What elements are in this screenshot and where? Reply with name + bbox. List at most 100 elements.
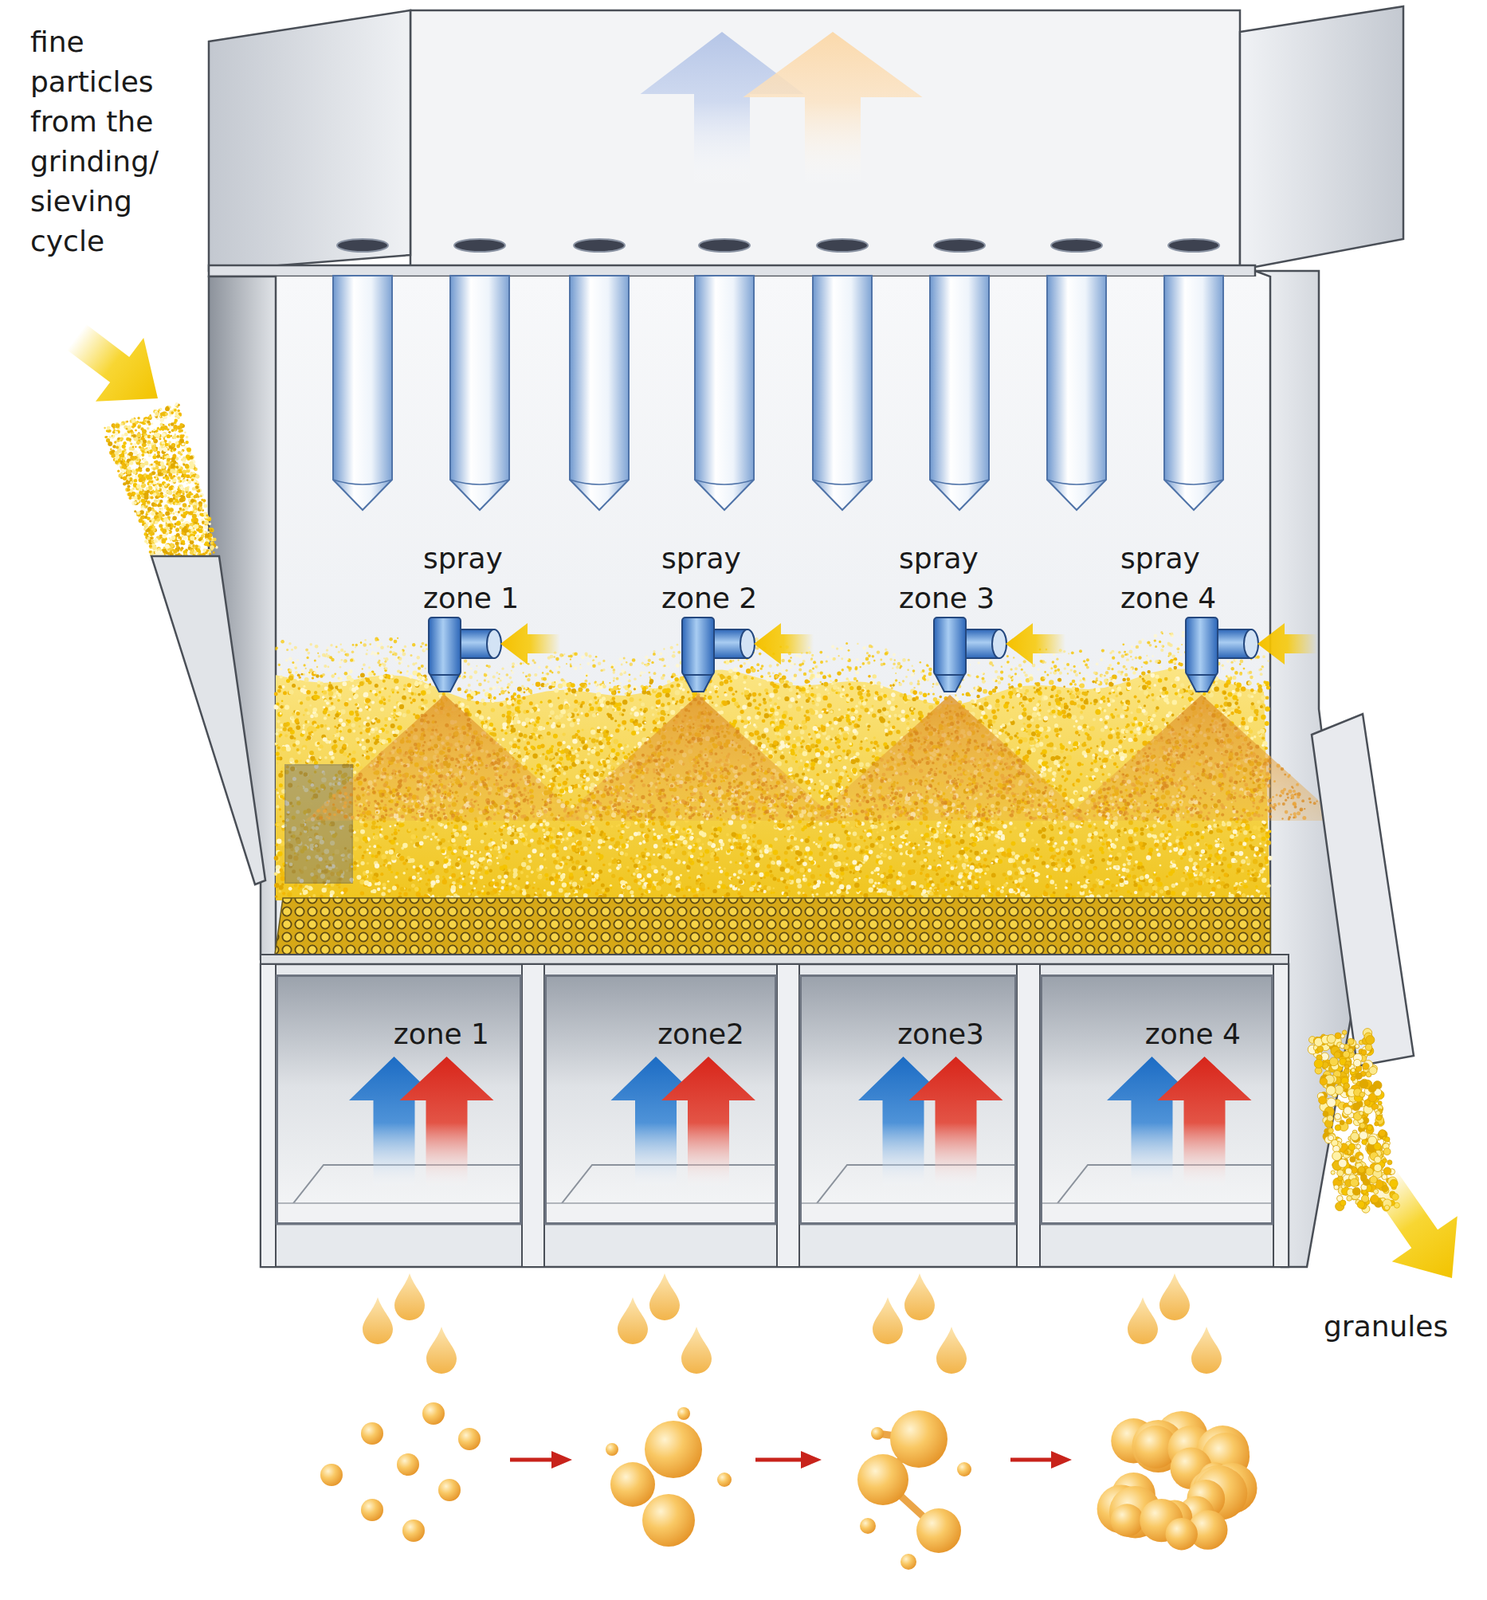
powder-particle [1252,826,1257,831]
powder-particle [366,862,369,865]
powder-particle [1054,728,1060,734]
powder-particle [982,689,988,695]
powder-particle [588,699,593,704]
powder-particle [1152,823,1157,828]
powder-particle [1253,871,1259,877]
powder-particle [660,894,664,898]
powder-particle [382,679,386,683]
powder-particle [369,690,373,693]
powder-particle [1098,846,1104,852]
powder-particle [808,684,812,687]
powder-particle [552,827,556,831]
filter-opening [698,239,750,252]
powder-particle [416,874,420,879]
powder-particle [744,863,750,869]
powder-particle [1180,856,1184,860]
powder-particle [780,754,785,760]
hood-side-panel [208,10,411,271]
powder-particle [865,762,871,768]
powder-particle [867,711,872,715]
powder-particle [279,815,283,818]
powder-particle [1234,825,1239,830]
powder-particle [786,839,791,844]
powder-particle [780,751,784,754]
powder-particle [1148,878,1154,884]
powder-particle [383,702,387,706]
powder-particle [825,873,831,879]
powder-particle [1220,869,1225,873]
powder-particle [763,876,766,879]
powder-particle [975,873,978,876]
powder-particle [360,673,365,679]
powder-particle [299,892,303,895]
powder-particle [528,859,533,864]
powder-particle [744,730,748,734]
powder-particle [1251,835,1256,840]
powder-particle [1074,847,1077,851]
powder-particle [815,702,820,707]
powder-particle [1008,682,1012,687]
powder-particle [934,869,938,872]
powder-particle [561,855,567,861]
powder-particle [924,878,927,881]
powder-particle [745,668,751,674]
powder-particle [374,683,379,688]
powder-particle [807,835,810,839]
powder-particle [1016,732,1019,735]
powder-particle [1031,697,1035,700]
powder-particle [274,882,279,888]
powder-particle [1266,840,1272,846]
powder-particle [513,868,518,874]
powder-particle [411,692,415,696]
powder-particle [561,723,566,729]
powder-particle [741,692,744,695]
powder-particle [847,708,851,712]
powder-particle [1020,703,1025,708]
powder-particle [410,840,413,844]
powder-particle [407,855,411,860]
filter-opening [1168,239,1220,252]
powder-particle [996,708,1001,712]
powder-particle [762,698,766,702]
powder-particle [800,729,805,735]
powder-particle [984,880,990,886]
powder-particle [855,679,859,683]
powder-particle [1019,832,1025,838]
powder-particle [573,708,578,713]
powder-particle [737,888,741,891]
powder-particle [551,764,555,768]
powder-particle [847,721,852,726]
powder-particle [1039,709,1042,712]
powder-particle [396,822,399,825]
powder-particle [408,674,413,679]
powder-particle [874,842,879,846]
powder-particle [515,850,519,854]
powder-particle [688,876,691,879]
powder-particle [575,753,579,758]
filter-cartridge [812,275,872,511]
powder-particle [721,884,726,890]
powder-particle [1078,678,1082,682]
powder-particle [899,693,904,698]
powder-particle [1258,863,1264,868]
powder-particle [795,822,798,825]
powder-particle [819,830,823,834]
powder-particle [1103,709,1107,713]
powder-particle [906,822,911,826]
powder-particle [514,733,518,736]
powder-particle [410,701,413,704]
powder-particle [728,839,732,843]
powder-particle [557,697,560,700]
powder-particle [851,826,854,829]
powder-particle [366,716,370,720]
powder-particle [740,852,745,857]
powder-particle [1247,870,1250,873]
powder-particle [892,821,898,827]
filter-opening [573,239,625,252]
powder-particle [478,715,484,721]
powder-particle [427,835,430,839]
powder-particle [1241,717,1245,721]
powder-particle [889,684,892,687]
powder-particle [1077,682,1080,685]
filter-opening [1051,239,1103,252]
